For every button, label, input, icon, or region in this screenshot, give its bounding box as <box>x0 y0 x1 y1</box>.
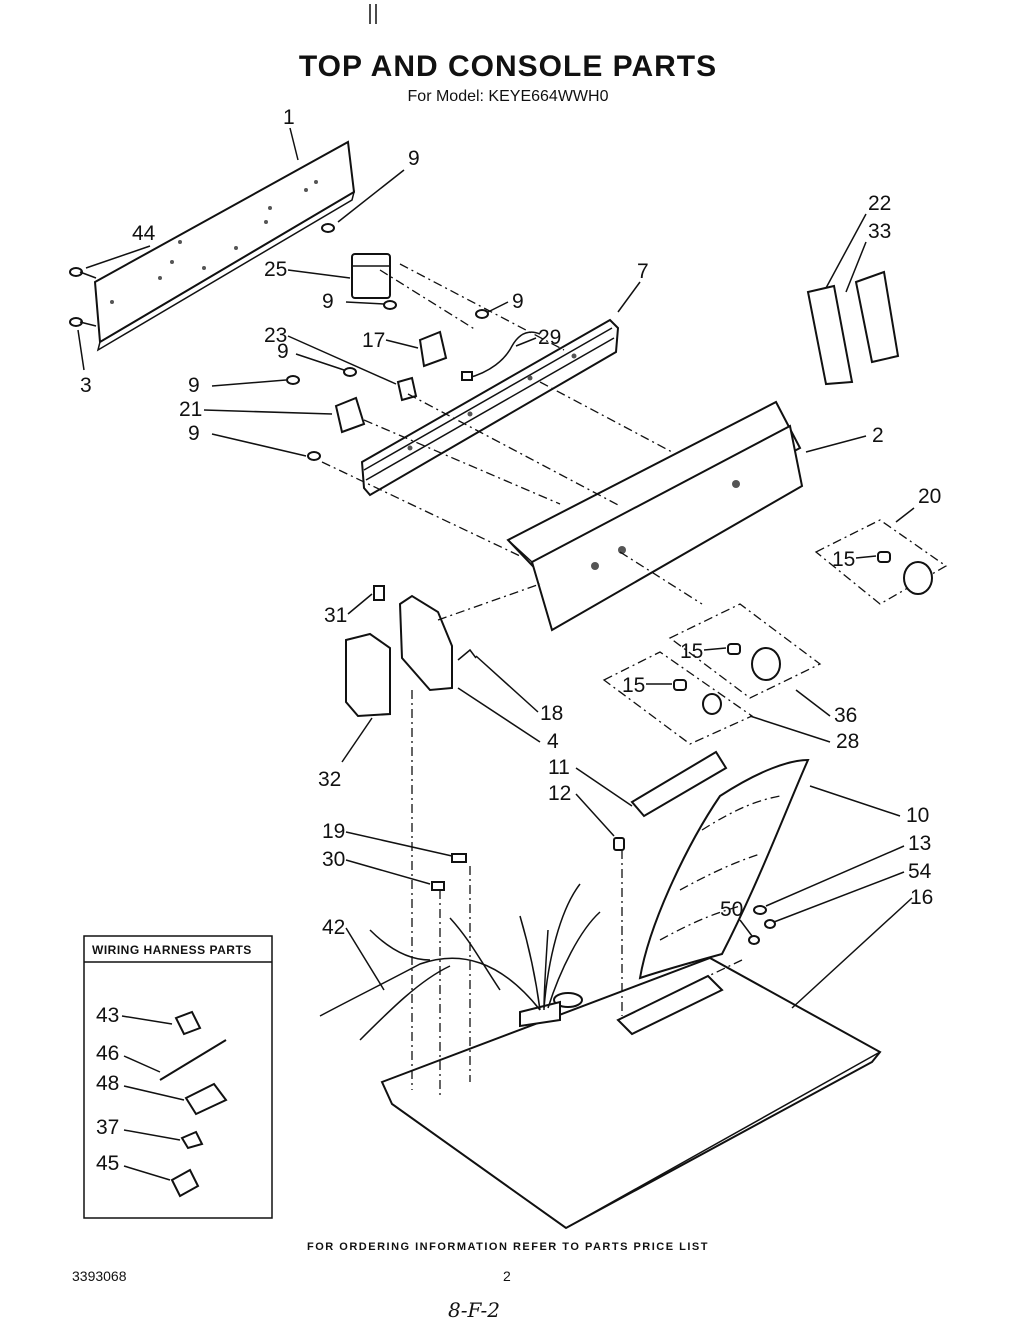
callout-10: 10 <box>906 804 929 827</box>
part-48-terminal-block[interactable] <box>184 1082 228 1116</box>
part-4-end-cap[interactable] <box>398 594 453 692</box>
callout-25: 25 <box>264 258 287 281</box>
part-18-wire-clip[interactable] <box>457 648 477 661</box>
callout-21: 21 <box>179 398 202 421</box>
callout-15a: 15 <box>832 548 855 571</box>
callout-3: 3 <box>80 374 92 397</box>
callout-37: 37 <box>96 1116 119 1139</box>
callout-4: 4 <box>547 730 559 753</box>
part-30-spacer[interactable] <box>431 881 445 891</box>
callout-2: 2 <box>872 424 884 447</box>
callout-13: 13 <box>908 832 931 855</box>
callout-16: 16 <box>910 886 933 909</box>
part-7-bracket-rail[interactable] <box>360 318 620 497</box>
part-54-screw[interactable] <box>764 919 776 929</box>
alignment-lines <box>321 263 743 1096</box>
leader-lines <box>77 127 915 1009</box>
part-45-connector[interactable] <box>170 1168 200 1198</box>
callout-9a: 9 <box>408 147 420 170</box>
callout-45: 45 <box>96 1152 119 1175</box>
callout-36: 36 <box>834 704 857 727</box>
callout-20: 20 <box>918 485 941 508</box>
part-10-lint-screen[interactable] <box>638 758 810 980</box>
callout-17: 17 <box>362 329 385 352</box>
part-16-top-panel[interactable] <box>380 956 882 1230</box>
callout-43: 43 <box>96 1004 119 1027</box>
callout-31: 31 <box>324 604 347 627</box>
callout-28: 28 <box>836 730 859 753</box>
page-number: 2 <box>503 1268 511 1284</box>
part-19-hinge[interactable] <box>451 853 467 863</box>
part-50-nut[interactable] <box>748 935 760 945</box>
part-33-end-cap[interactable] <box>854 270 900 364</box>
part-31-clip[interactable] <box>373 585 385 601</box>
callout-50: 50 <box>720 898 743 921</box>
part-43-connector[interactable] <box>174 1010 202 1036</box>
callout-15b: 15 <box>680 640 703 663</box>
part-46-tie-strap[interactable] <box>159 1039 227 1081</box>
callout-33: 33 <box>868 220 891 243</box>
callout-46: 46 <box>96 1042 119 1065</box>
callout-9f: 9 <box>188 422 200 445</box>
callout-42: 42 <box>322 916 345 939</box>
part-11-lint-frame[interactable] <box>630 750 728 818</box>
part-44-screw[interactable] <box>69 267 97 279</box>
part-13-screw[interactable] <box>753 905 767 915</box>
callout-30: 30 <box>322 848 345 871</box>
callout-15c: 15 <box>622 674 645 697</box>
wiring-harness-inset: WIRING HARNESS PARTS 43 46 48 37 45 <box>83 935 273 1219</box>
callout-29: 29 <box>538 326 561 349</box>
part-3-screw[interactable] <box>69 317 97 327</box>
callout-9b: 9 <box>322 290 334 313</box>
callout-9d: 9 <box>277 340 289 363</box>
part-28-knob[interactable] <box>602 651 754 745</box>
callout-9c: 9 <box>512 290 524 313</box>
callout-32: 32 <box>318 768 341 791</box>
callout-23: 23 <box>264 324 287 347</box>
callout-18: 18 <box>540 702 563 725</box>
handwritten-note: 8-F-2 <box>448 1298 500 1322</box>
part-32-cover[interactable] <box>345 632 391 718</box>
callouts: 1 2 3 4 7 9 9 9 9 9 9 10 11 12 13 15 15 … <box>80 106 941 939</box>
part-1-rear-panel[interactable] <box>93 140 356 352</box>
callout-54: 54 <box>908 860 932 883</box>
inset-title: WIRING HARNESS PARTS <box>92 943 252 957</box>
callout-9e: 9 <box>188 374 200 397</box>
part-23-switch[interactable] <box>396 376 418 402</box>
part-21-switch[interactable] <box>334 396 366 434</box>
part-36-knob[interactable] <box>668 603 822 699</box>
part-12-clip[interactable] <box>613 837 625 851</box>
callout-19: 19 <box>322 820 345 843</box>
model-subtitle: For Model: KEYE664WWH0 <box>407 88 609 105</box>
part-2-console[interactable] <box>506 400 804 632</box>
ordering-note: FOR ORDERING INFORMATION REFER TO PARTS … <box>307 1241 709 1253</box>
callout-7: 7 <box>637 260 649 283</box>
part-17-switch[interactable] <box>418 330 448 368</box>
part-9-screws[interactable] <box>286 223 489 461</box>
registration-marks <box>369 4 377 24</box>
part-25-timer[interactable] <box>351 253 391 299</box>
part-20-knob[interactable] <box>814 519 948 605</box>
document-number: 3393068 <box>72 1268 127 1284</box>
callout-22: 22 <box>868 192 891 215</box>
callout-11: 11 <box>548 756 570 779</box>
page-title: TOP AND CONSOLE PARTS <box>298 50 718 83</box>
callout-48: 48 <box>96 1072 119 1095</box>
callout-12: 12 <box>548 782 571 805</box>
part-22-bracket[interactable] <box>806 284 854 386</box>
callout-44: 44 <box>132 222 156 245</box>
part-37-terminal[interactable] <box>180 1130 204 1150</box>
callout-1: 1 <box>283 106 295 129</box>
